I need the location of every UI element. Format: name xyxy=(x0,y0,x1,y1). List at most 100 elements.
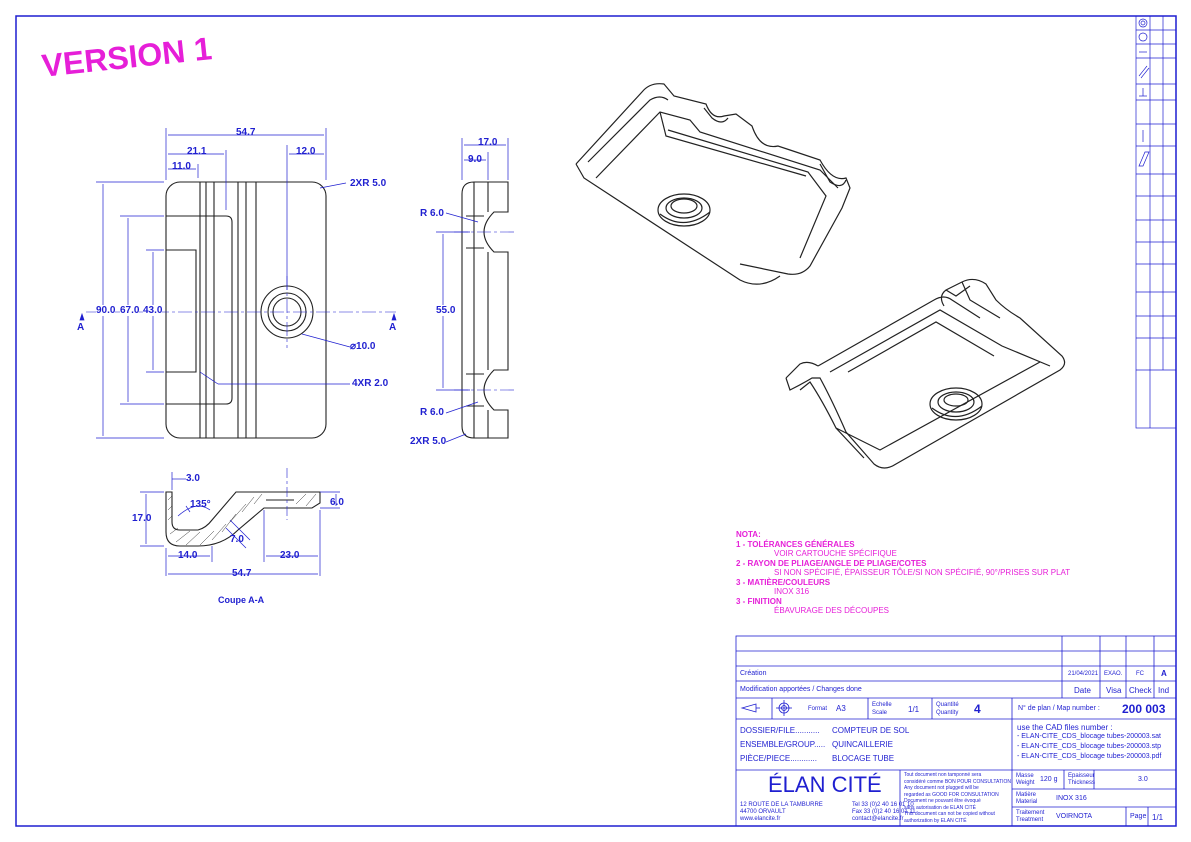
dim-height-90: 90.0 xyxy=(96,305,116,316)
disclaimer: Tout document non tamponné sera considér… xyxy=(904,772,1011,824)
company-contact: Tel 33 (0)2 40 16 01 10 Fax 33 (0)2 40 1… xyxy=(852,802,916,823)
front-view xyxy=(165,181,327,439)
dim-width-11: 11.0 xyxy=(172,161,191,172)
material-label-en: Material xyxy=(1016,799,1038,805)
dim-height-43: 43.0 xyxy=(143,305,163,316)
title-block-grid xyxy=(735,635,1177,827)
dim-hole-diameter: ⌀10.0 xyxy=(350,341,376,352)
cad-file-stp: - ELAN-CITE_CDS_blocage tubes-200003.stp xyxy=(1017,743,1161,750)
weight-label-fr: Masse xyxy=(1016,773,1034,779)
format-value: A3 xyxy=(836,704,846,713)
dim-width-12: 12.0 xyxy=(296,146,316,157)
section-mark-right: A xyxy=(389,322,397,333)
cad-files-title: use the CAD files number : xyxy=(1017,723,1113,732)
note-2-text: SI NON SPÉCIFIÉ, ÉPAISSEUR TÔLE/SI NON S… xyxy=(774,568,1071,577)
treatment-label: Traitement Treatment xyxy=(1016,810,1044,824)
thickness-label-en: Thickness xyxy=(1068,780,1096,786)
cad-file-sat: - ELAN-CITE_CDS_blocage tubes-200003.sat xyxy=(1017,733,1161,740)
dim-section-total: 54.7 xyxy=(232,568,252,579)
page-value: 1/1 xyxy=(1152,813,1164,822)
note-3-heading: 3 - MATIÈRE/COULEURS xyxy=(736,577,831,587)
dim-corner-radius: 2XR 5.0 xyxy=(350,178,387,189)
note-4-heading: 3 - FINITION xyxy=(736,596,782,606)
material-value: INOX 316 xyxy=(1056,795,1087,802)
note-3-text: INOX 316 xyxy=(774,587,810,596)
scale-label-en: Scale xyxy=(872,710,888,716)
dim-section-thickness: 3.0 xyxy=(186,473,200,484)
col-date: Date xyxy=(1074,686,1091,695)
dim-side-height-55: 55.0 xyxy=(436,305,456,316)
material-label: Matière Material xyxy=(1016,792,1037,806)
ensemble-value: QUINCAILLERIE xyxy=(832,740,893,749)
note-1-heading: 1 - TOLÉRANCES GÉNÉRALES xyxy=(736,539,855,549)
disclaimer-line: Any document not plugged will be xyxy=(904,785,979,791)
dim-side-width-17: 17.0 xyxy=(478,137,498,148)
format-label: Format xyxy=(808,706,828,712)
company-logo: ÉLAN CITÉ xyxy=(768,772,882,797)
sheet-border xyxy=(15,15,1177,827)
weight-label-en: Weight xyxy=(1016,780,1035,786)
ensemble-label: ENSEMBLE/GROUP..... xyxy=(740,740,826,749)
dim-section-6: 6.0 xyxy=(330,497,344,508)
weight-value: 120 g xyxy=(1040,776,1058,783)
isometric-view-top xyxy=(575,83,851,285)
dim-side-width-9: 9.0 xyxy=(468,154,482,165)
checked-by: FC xyxy=(1136,671,1144,677)
cad-file-pdf: - ELAN-CITE_CDS_blocage tubes-200003.pdf xyxy=(1017,753,1162,760)
dim-side-radius-top: R 6.0 xyxy=(420,208,444,219)
drawn-by: EXAO. xyxy=(1104,671,1123,677)
dim-section-14: 14.0 xyxy=(178,550,198,561)
quantity-value: 4 xyxy=(974,702,981,716)
dim-height-67: 67.0 xyxy=(120,305,140,316)
material-label-fr: Matière xyxy=(1016,792,1037,798)
address-line-2: 44700 ORVAULT xyxy=(740,809,786,815)
piece-value: BLOCAGE TUBE xyxy=(832,754,895,763)
quantity-label-en: Quantity xyxy=(936,710,959,716)
dim-width-total: 54.7 xyxy=(236,127,256,138)
piece-label: PIÈCE/PIECE............ xyxy=(740,754,817,763)
tolerance-strip xyxy=(1135,15,1177,429)
disclaimer-line: sans autorisation de ELAN CITÉ xyxy=(904,804,976,811)
scale-label-fr: Echelle xyxy=(872,702,892,708)
dim-section-7: 7.0 xyxy=(230,534,244,545)
section-view xyxy=(165,491,321,547)
dim-side-radius-bottom: R 6.0 xyxy=(420,407,444,418)
dim-fillet-radius: 4XR 2.0 xyxy=(352,378,389,389)
disclaimer-line: Tout document non tamponné sera xyxy=(904,772,982,778)
dim-width-21: 21.1 xyxy=(187,146,207,157)
thickness-label: Epaisseur Thickness xyxy=(1068,773,1095,787)
contact-tel: Tel 33 (0)2 40 16 01 10 xyxy=(852,802,914,808)
treatment-label-en: Treatment xyxy=(1016,817,1044,823)
modification-label: Modification apportées / Changes done xyxy=(740,686,862,693)
dim-section-height-17: 17.0 xyxy=(132,513,152,524)
scale-value: 1/1 xyxy=(908,705,920,714)
plan-number-label: N° de plan / Map number : xyxy=(1018,705,1100,712)
disclaimer-line: This document can not be copied without xyxy=(904,811,995,817)
contact-fax: Fax 33 (0)2 40 16 01 11 xyxy=(852,809,916,815)
page-label: Page xyxy=(1130,813,1147,820)
creation-date: 21/04/2021 xyxy=(1068,671,1099,677)
treatment-label-fr: Traitement xyxy=(1016,810,1045,816)
creation-label: Création xyxy=(740,670,767,677)
revision-index: A xyxy=(1161,669,1167,678)
disclaimer-line: considéré comme BON POUR CONSULTATION xyxy=(904,778,1011,785)
plan-number: 200 003 xyxy=(1122,702,1166,716)
thickness-value: 3.0 xyxy=(1138,776,1148,783)
col-check: Check xyxy=(1129,686,1152,695)
contact-email: contact@elancite.fr xyxy=(852,816,904,822)
side-view xyxy=(461,181,509,439)
dossier-value: COMPTEUR DE SOL xyxy=(832,726,910,735)
notes-title: NOTA: xyxy=(736,530,761,539)
col-ind: Ind xyxy=(1158,686,1170,695)
isometric-view-bottom xyxy=(785,278,1066,469)
thickness-label-fr: Epaisseur xyxy=(1068,773,1095,779)
disclaimer-line: regarded as GOOD FOR CONSULTATION xyxy=(904,791,999,798)
section-mark-left: A xyxy=(77,322,85,333)
note-2-heading: 2 - RAYON DE PLIAGE/ANGLE DE PLIAGE/COTE… xyxy=(736,558,927,568)
disclaimer-line: Document ne pouvant être évoqué xyxy=(904,798,981,804)
dim-section-angle: 135° xyxy=(190,499,211,510)
quantity-label-fr: Quantité xyxy=(936,702,959,708)
disclaimer-line: authorization by ELAN CITÉ xyxy=(904,817,967,824)
note-1-text: VOIR CARTOUCHE SPÉCIFIQUE xyxy=(774,549,897,558)
